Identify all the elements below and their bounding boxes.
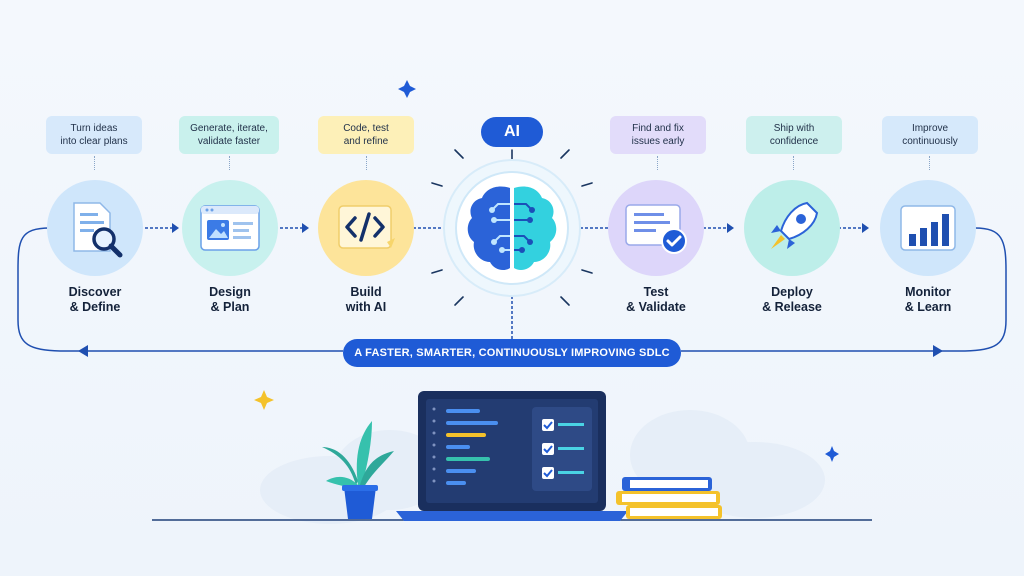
stage-2-name: Design & Plan [209, 285, 251, 314]
code-icon [338, 205, 395, 249]
tick [229, 156, 231, 170]
stage-6-description: Improve continuously [882, 116, 978, 154]
loop-line-left [17, 227, 343, 352]
arrow-2 [302, 223, 309, 233]
stage-2-description: Generate, iterate, validate faster [179, 116, 279, 154]
arrow-4 [727, 223, 734, 233]
loop-arrowhead-left [78, 345, 88, 357]
loop-arrowhead-right [933, 345, 943, 357]
laptop-illustration [322, 391, 722, 521]
stage-6-circle [880, 180, 976, 276]
stage-3-description: Code, test and refine [318, 116, 414, 154]
bar-chart-icon [900, 205, 956, 251]
loop-line-right [681, 227, 1007, 352]
laptop-base [396, 511, 628, 521]
stage-1-circle [47, 180, 143, 276]
books-icon [616, 477, 722, 519]
sparkle-icon [825, 446, 839, 462]
design-window-icon [200, 205, 260, 251]
stage-4-name: Test & Validate [626, 285, 686, 314]
stage-6-name: Monitor & Learn [904, 285, 952, 314]
ai-badge: AI [481, 117, 543, 147]
checklist-icon [625, 204, 687, 254]
stage-5-circle [744, 180, 840, 276]
stage-4-circle [608, 180, 704, 276]
document-search-icon [73, 202, 123, 258]
sdlc-banner: A FASTER, SMARTER, CONTINUOUSLY IMPROVIN… [343, 339, 681, 367]
checkbox-icon [542, 419, 584, 479]
stage-3-circle [318, 180, 414, 276]
stage-5-description: Ship with confidence [746, 116, 842, 154]
tick [929, 156, 931, 170]
tick [94, 156, 96, 170]
stage-4-description: Find and fix issues early [610, 116, 706, 154]
stage-2-circle [182, 180, 278, 276]
stage-5-name: Deploy & Release [762, 285, 822, 314]
stage-3-name: Build with AI [345, 285, 387, 314]
stage-1-name: Discover & Define [68, 285, 122, 314]
ai-rays [431, 149, 593, 306]
plant-icon [322, 421, 394, 519]
ai-brain-icon [467, 186, 557, 270]
rocket-icon [771, 201, 819, 249]
sparkle-icon [254, 390, 274, 410]
arrow-1 [172, 223, 179, 233]
arrow-5 [862, 223, 869, 233]
tick [366, 156, 368, 170]
stage-1-description: Turn ideas into clear plans [46, 116, 142, 154]
sparkle-icon [398, 80, 416, 98]
tick [793, 156, 795, 170]
tick [657, 156, 659, 170]
